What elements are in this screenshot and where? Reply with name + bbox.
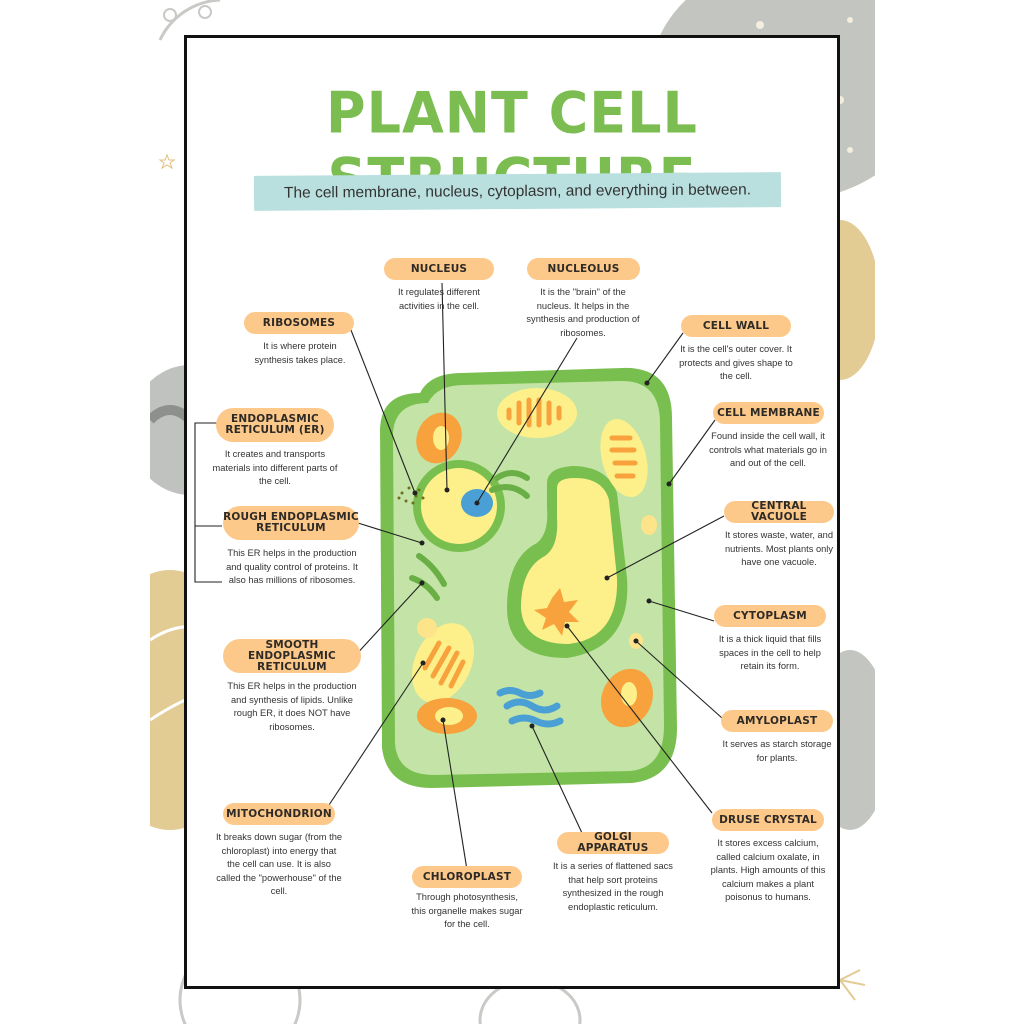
label-central-vacuole: CENTRAL VACUOLE: [724, 501, 834, 523]
golgi-apparatus-shape: [496, 687, 564, 728]
label-er: ENDOPLASMIC RETICULUM (ER): [216, 408, 334, 442]
label-cytoplasm: CYTOPLASM: [714, 605, 826, 627]
poster: PLANT CELL STRUCTURE The cell membrane, …: [184, 35, 840, 989]
label-amyloplast: AMYLOPLAST: [721, 710, 833, 732]
desc-ribosomes: It is where protein synthesis takes plac…: [254, 341, 346, 365]
label-chloroplast: CHLOROPLAST: [412, 866, 522, 888]
label-rough-er: ROUGH ENDOPLASMIC RETICULUM: [223, 506, 359, 540]
nucleus-inner: [421, 468, 497, 544]
desc-golgi-apparatus: It is a series of flattened sacs that he…: [553, 861, 673, 912]
label-nucleus: NUCLEUS: [384, 258, 494, 280]
desc-nucleus: It regulates different activities in the…: [397, 287, 480, 311]
desc-chloroplast: Through photosynthesis, this organelle m…: [411, 892, 523, 929]
desc-cell-wall: It is the cell's outer cover. It protect…: [679, 344, 793, 381]
desc-central-vacuole: It stores waste, water, and nutrients. M…: [725, 530, 833, 567]
label-cell-membrane: CELL MEMBRANE: [713, 402, 824, 424]
desc-cytoplasm: It is a thick liquid that fills spaces i…: [718, 634, 822, 671]
desc-nucleolus: It is the "brain" of the nucleus. It hel…: [526, 287, 640, 338]
druse-crystal-shape: [534, 588, 579, 636]
er-shape: [409, 470, 530, 601]
label-nucleolus: NUCLEOLUS: [527, 258, 640, 280]
desc-rough-er: This ER helps in the production and qual…: [226, 548, 358, 585]
label-druse-crystal: DRUSE CRYSTAL: [712, 809, 824, 831]
desc-smooth-er: This ER helps in the production and synt…: [227, 681, 357, 732]
label-cell-wall: CELL WALL: [681, 315, 791, 337]
desc-amyloplast: It serves as starch storage for plants.: [722, 739, 832, 763]
label-mitochondrion: MITOCHONDRION: [223, 803, 335, 825]
desc-er: It creates and transports materials into…: [212, 449, 338, 486]
label-golgi-apparatus: GOLGI APPARATUS: [557, 832, 669, 854]
label-ribosomes: RIBOSOMES: [244, 312, 354, 334]
label-smooth-er: SMOOTH ENDOPLASMIC RETICULUM: [223, 639, 361, 673]
ribosomes-dots: [397, 486, 425, 505]
desc-cell-membrane: Found inside the cell wall, it controls …: [709, 431, 827, 468]
central-vacuole-inner: [521, 478, 618, 644]
plant-cell-diagram: [194, 282, 725, 871]
desc-druse-crystal: It stores excess calcium, called calcium…: [710, 838, 826, 902]
desc-mitochondrion: It breaks down sugar (from the chloropla…: [215, 832, 343, 896]
